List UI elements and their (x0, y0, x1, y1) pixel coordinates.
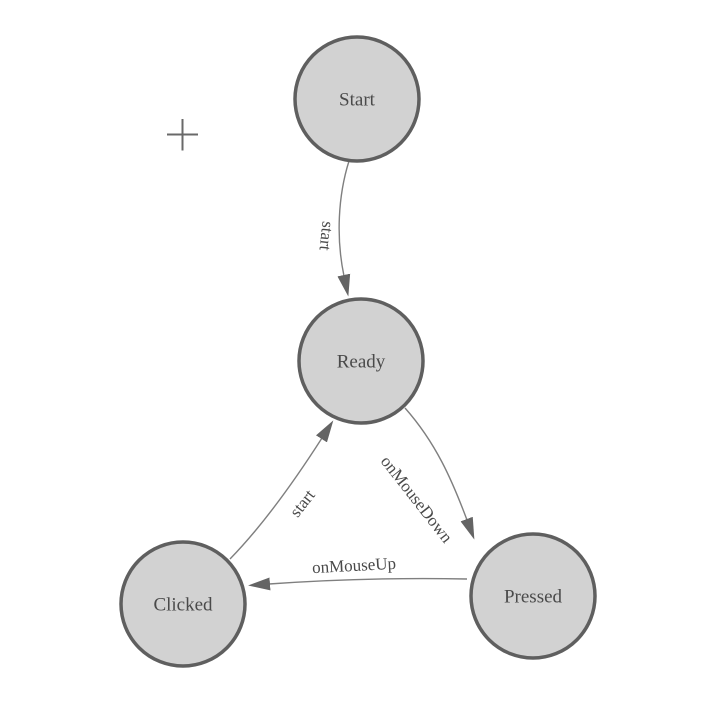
edge-start-to-ready-label: start (316, 220, 338, 251)
edge-start-to-ready-path[interactable] (337, 160, 351, 297)
edge-start-to-ready[interactable]: start (316, 160, 351, 297)
node-ready[interactable]: Ready (297, 297, 425, 425)
node-ready-circle[interactable] (297, 297, 425, 425)
edge-pressed-to-clicked-path[interactable] (248, 577, 468, 591)
crosshair-icon (167, 119, 198, 151)
node-ready-label: Ready (337, 352, 386, 373)
node-start[interactable]: Start (293, 35, 421, 163)
node-clicked[interactable]: Clicked (119, 540, 247, 668)
node-clicked-circle[interactable] (119, 540, 247, 668)
edge-pressed-to-clicked[interactable]: onMouseUp (248, 554, 468, 591)
edge-ready-to-pressed-path[interactable] (404, 407, 475, 540)
node-pressed-circle[interactable] (469, 532, 597, 660)
edge-clicked-to-ready[interactable]: start (229, 420, 334, 560)
node-clicked-label: Clicked (153, 595, 213, 616)
edge-pressed-to-clicked-label: onMouseUp (312, 554, 397, 577)
node-start-circle[interactable] (293, 35, 421, 163)
edge-clicked-to-ready-path[interactable] (229, 420, 334, 560)
edge-clicked-to-ready-label: start (286, 486, 319, 521)
node-start-label: Start (339, 90, 376, 111)
edge-ready-to-pressed[interactable]: onMouseDown (377, 407, 475, 547)
node-pressed-label: Pressed (504, 587, 563, 608)
node-pressed[interactable]: Pressed (469, 532, 597, 660)
